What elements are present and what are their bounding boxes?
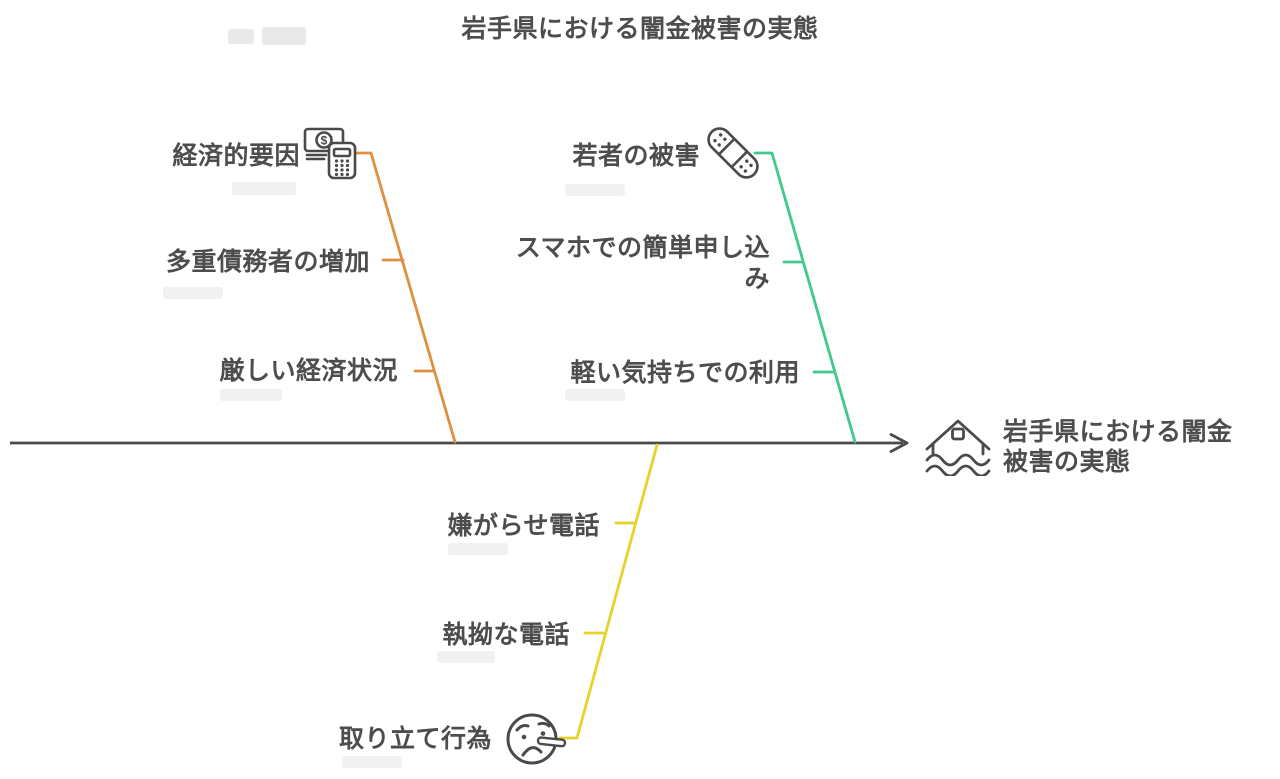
dollar-glyph: $ [321,134,328,148]
face-eyes [521,731,546,740]
effect-label: 岩手県における闇金被害の実態 [1003,418,1233,476]
watermark-artifact [232,182,296,195]
spine-arrowhead [889,433,909,453]
calculator-keys [334,159,350,177]
money-calculator-icon: $ [303,127,357,180]
bandage-icon [707,127,759,179]
watermark-artifact [228,29,254,44]
youth-cause-1: スマホでの簡単申し込み [515,234,770,293]
watermark-artifact [262,27,306,45]
watermark-artifact [342,756,402,768]
economic-cause-1: 多重債務者の増加 [165,248,370,276]
collection-cause-1: 嫌がらせ電話 [447,512,600,540]
watermark-artifact [565,389,625,401]
economic-cause-2: 厳しい経済状況 [219,357,398,385]
economic-branch-line [352,151,457,444]
watermark-artifact [448,543,508,555]
youth-cause-2: 軽い気持ちでの利用 [570,359,800,387]
watermark-artifact [163,287,223,299]
collection-cause-2: 執拗な電話 [442,621,570,649]
watermark-artifact [220,389,282,401]
youth-branch-line [753,151,857,444]
youth-branch-label: 若者の被害 [572,142,700,170]
flooded-house-icon [925,419,991,476]
collection-branch-line [558,443,659,740]
lying-face-icon [506,713,567,765]
diagram-title: 岩手県における闇金被害の実態 [461,15,819,43]
watermark-artifact [437,651,495,663]
collection-branch-label: 取り立て行為 [338,725,492,753]
watermark-artifact [565,184,625,196]
economic-branch-label: 経済的要因 [172,142,300,170]
